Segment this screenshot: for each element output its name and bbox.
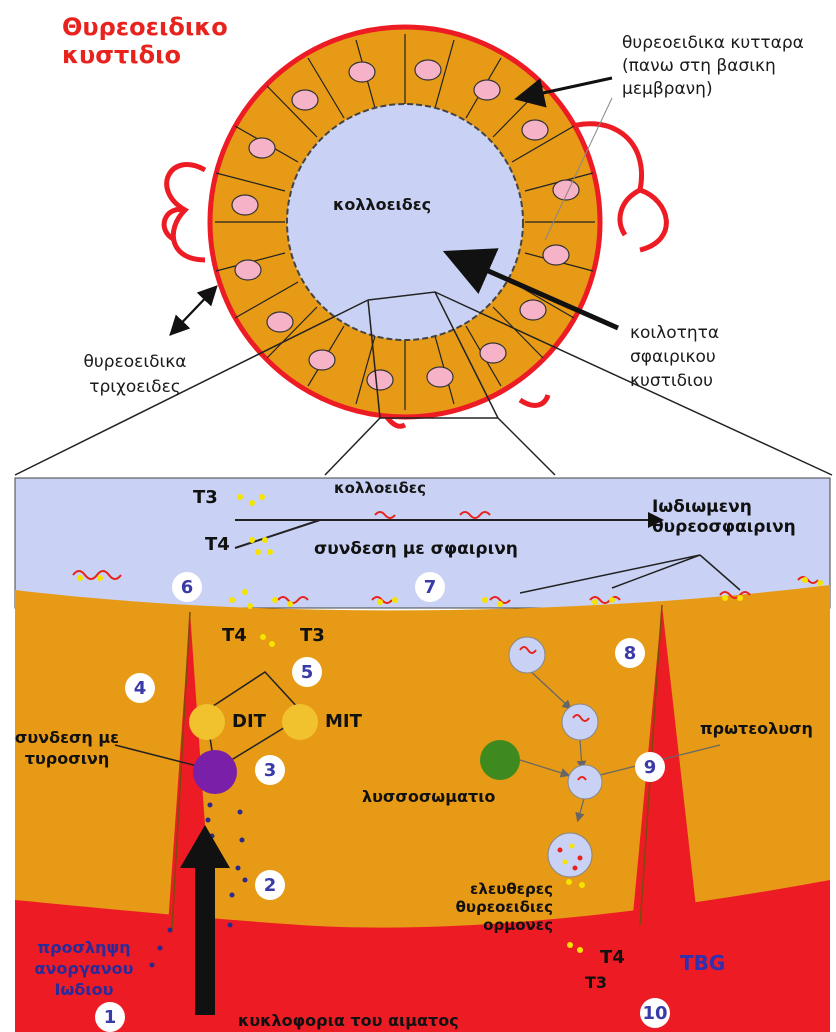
tyrosine-binding-label: συνδεση με τυροσινη	[12, 728, 122, 770]
proteolysis-label: πρωτεολυση	[700, 720, 813, 738]
detail-colloid-label: κολλοειδες	[334, 480, 426, 497]
step-9-badge: 9	[635, 752, 665, 782]
cell-t4-label: T4	[222, 626, 247, 647]
binding-globulin-label: συνδεση με σφαιρινη	[314, 540, 518, 560]
colloid-t4-label: T4	[205, 535, 230, 556]
step-5-badge: 5	[292, 657, 322, 687]
step-1-badge: 1	[95, 1002, 125, 1032]
lysosome-label: λυσσοσωματιο	[362, 788, 495, 806]
iodinated-thyroglobulin-label: Ιωδιωμενη θυρεοσφαιρινη	[652, 498, 832, 537]
step-4-badge: 4	[125, 673, 155, 703]
step-8-badge: 8	[615, 638, 645, 668]
dit-label: DIT	[232, 712, 266, 733]
circulation-label: κυκλοφορια του αιματος	[238, 1012, 459, 1030]
follicle-cavity-label: κοιλοτητα σφαιρικου κυστιδιου	[630, 322, 780, 393]
step-3-badge: 3	[255, 755, 285, 785]
step-10-badge: 10	[640, 998, 670, 1028]
blood-t3-label: T3	[585, 974, 607, 992]
detail-cells	[15, 585, 830, 930]
follicle-capillary-label: θυρεοειδικα τριχοειδες	[55, 350, 215, 399]
cell-t3-label: T3	[300, 626, 325, 647]
blood-t4-label: T4	[600, 948, 625, 969]
lysosome-blob	[480, 740, 520, 780]
follicle-cells-label: θυρεοειδικα κυτταρα (πανω στη βασικη μεμ…	[622, 32, 822, 101]
follicle-title: Θυρεοειδικο κυστιδιο	[62, 14, 252, 69]
step-6-badge: 6	[172, 572, 202, 602]
follicle-colloid-label: κολλοειδες	[333, 196, 431, 214]
iodide-uptake-label: προσληψη ανοργανου Ιωδιου	[14, 938, 154, 1000]
tbg-label: TBG	[680, 952, 725, 975]
tyrosine-blob	[193, 750, 237, 794]
step-7-badge: 7	[415, 572, 445, 602]
colloid-lumen	[287, 104, 523, 340]
mit-blob	[282, 704, 318, 740]
dit-blob	[189, 704, 225, 740]
free-hormones-label: ελευθερες θυρεοειδιες ορμονες	[418, 880, 553, 934]
colloid-t3-label: T3	[193, 488, 218, 509]
step-2-badge: 2	[255, 870, 285, 900]
mit-label: MIT	[325, 712, 362, 733]
